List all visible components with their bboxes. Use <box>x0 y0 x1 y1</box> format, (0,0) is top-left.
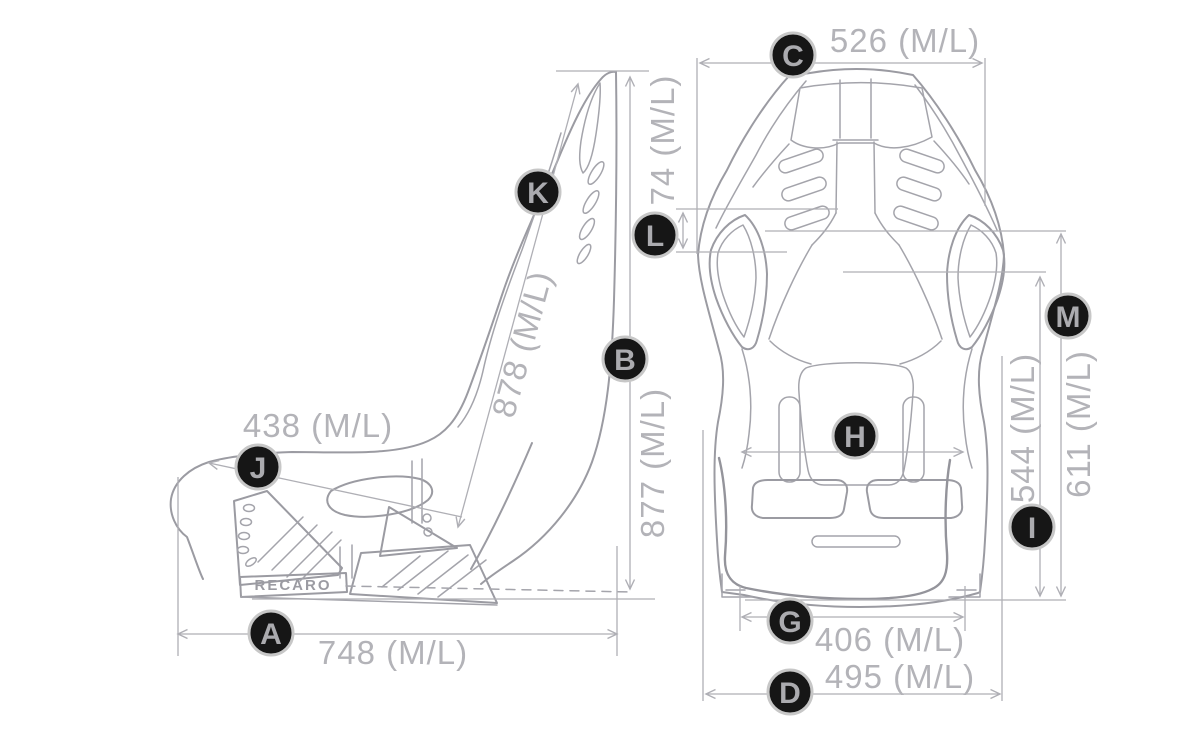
mount-struts <box>339 458 423 579</box>
outline-echo-right <box>914 84 998 231</box>
svg-text:L: L <box>646 220 664 253</box>
dim-badge-a: A <box>247 609 295 657</box>
bracket-hatching-right <box>381 550 487 598</box>
hidden-rail-line <box>345 585 631 593</box>
bracket-hatching-left <box>257 516 342 582</box>
dim-badge-k: K <box>514 168 562 216</box>
dim-badge-h: H <box>831 412 879 460</box>
svg-text:K: K <box>527 177 549 210</box>
recaro-logo: RECARO <box>254 577 331 594</box>
seat-tub-line <box>717 456 952 601</box>
outline-echo-left <box>715 80 807 229</box>
dim-badge-b: B <box>601 335 649 383</box>
bolster-lines-down <box>741 348 973 469</box>
svg-text:M: M <box>1056 301 1081 334</box>
svg-text:B: B <box>614 344 636 377</box>
dim-badge-j: J <box>234 443 282 491</box>
foot-bracket-right <box>948 573 981 598</box>
dim-line-d <box>702 356 1003 701</box>
lap-slot-right <box>902 396 925 483</box>
svg-text:J: J <box>250 452 267 485</box>
front-view-drawing <box>697 68 1006 608</box>
side-wing-left-inner <box>716 224 757 338</box>
front-seat-outline <box>697 68 1005 608</box>
lap-slot-left <box>778 396 801 483</box>
thigh-pad-left <box>750 479 849 519</box>
bracket-holes <box>236 503 257 567</box>
rear-support-line <box>470 442 533 570</box>
dim-line-c <box>696 57 986 254</box>
dim-badge-l: L <box>631 211 679 259</box>
headrest-center-band <box>832 78 879 214</box>
dim-value-b: 877 (M/L) <box>634 388 671 538</box>
thigh-pad-right <box>865 479 964 519</box>
side-wing-left <box>708 214 768 351</box>
bolt-hole-1 <box>422 513 432 523</box>
dim-value-a: 748 (M/L) <box>318 634 468 671</box>
side-wing-right-inner <box>957 224 998 338</box>
dim-value-j: 438 (M/L) <box>243 407 393 444</box>
base-bottom-edge <box>240 596 498 606</box>
dim-line-l <box>676 208 838 253</box>
svg-text:D: D <box>779 677 801 710</box>
bolt-hole-2 <box>423 527 433 537</box>
headrest-inner-outline <box>790 82 933 149</box>
side-view-drawing: RECARO <box>169 70 631 606</box>
inner-shoulder-lines <box>752 140 970 188</box>
dim-badge-c: C <box>769 31 817 79</box>
svg-text:C: C <box>782 40 804 73</box>
harness-slots-side <box>576 160 605 265</box>
dim-value-g: 406 (M/L) <box>815 621 965 658</box>
seat-base-slot <box>811 535 901 548</box>
side-bracket-right <box>379 506 458 557</box>
svg-text:H: H <box>844 421 866 454</box>
dim-value-i: 544 (M/L) <box>1004 353 1041 503</box>
dim-badge-i: I <box>1008 503 1056 551</box>
cushion-bolster-side <box>326 475 434 518</box>
waist-lines <box>768 244 943 340</box>
dim-value-c: 526 (M/L) <box>830 22 980 59</box>
svg-text:A: A <box>260 618 282 651</box>
belt-slots-front <box>778 148 945 231</box>
dim-value-k: 878 (M/L) <box>485 267 560 422</box>
dimension-badges: A B C D G H I J <box>234 31 1092 716</box>
base-plate-right <box>349 544 498 604</box>
side-wing-right <box>946 214 1006 351</box>
dim-value-m: 611 (M/L) <box>1060 350 1097 498</box>
dim-badge-d: D <box>766 668 814 716</box>
foot-bracket-left <box>721 573 754 598</box>
recaro-plate <box>239 572 348 598</box>
svg-text:G: G <box>778 606 801 639</box>
side-bracket-left <box>233 490 343 586</box>
dim-line-k <box>455 82 581 529</box>
side-seat-backline <box>480 71 618 585</box>
waist-to-center <box>769 340 942 365</box>
headrest-side-panel <box>578 82 601 174</box>
dim-badge-g: G <box>766 597 814 645</box>
dim-value-l: 74 (M/L) <box>644 75 681 206</box>
dim-badge-m: M <box>1044 292 1092 340</box>
center-band-flares <box>811 212 900 246</box>
svg-text:I: I <box>1028 512 1036 545</box>
dim-value-d: 495 (M/L) <box>825 658 975 695</box>
dim-line-b <box>556 70 649 591</box>
